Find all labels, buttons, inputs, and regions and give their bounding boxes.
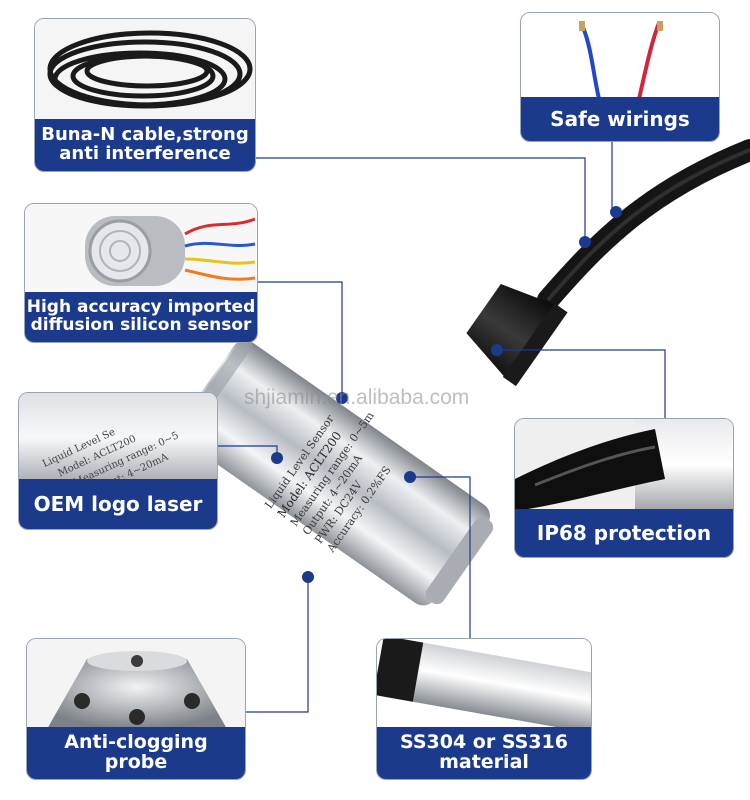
rubber-boot — [466, 283, 568, 387]
ip68-photo — [515, 419, 733, 511]
callout-sensor-label: High accuracy imported diffusion silicon… — [25, 292, 257, 342]
callout-wiring: Safe wirings — [520, 12, 720, 142]
material-photo — [377, 639, 591, 729]
callout-material: SS304 or SS316 material — [376, 638, 592, 780]
callout-wiring-label: Safe wirings — [521, 97, 719, 141]
probe-photo — [27, 639, 245, 729]
sensor-cable — [537, 139, 750, 311]
laser-engraving-photo: Liquid Level Se Model: ACLT200 Measuring… — [19, 393, 217, 483]
probe-tip — [425, 517, 494, 605]
callout-sensor: High accuracy imported diffusion silicon… — [24, 203, 258, 343]
callout-oem-label: OEM logo laser — [19, 479, 217, 529]
callout-probe-label: Anti-clogging probe — [27, 727, 245, 779]
watermark: shjiamin.en.alibaba.com — [244, 386, 470, 409]
callout-cable-label: Buna-N cable,strong anti interference — [35, 119, 255, 171]
callout-ip68: IP68 protection — [514, 418, 734, 558]
leader-dots — [271, 206, 622, 583]
callout-cable: Buna-N cable,strong anti interference — [34, 18, 256, 172]
cable-photo — [35, 19, 255, 129]
callout-oem: Liquid Level Se Model: ACLT200 Measuring… — [18, 392, 218, 530]
leader-lines — [218, 142, 666, 713]
callout-ip68-label: IP68 protection — [515, 509, 733, 557]
wiring-photo — [521, 13, 719, 99]
sensor-chip-photo — [25, 204, 257, 294]
callout-probe: Anti-clogging probe — [26, 638, 246, 780]
callout-material-label: SS304 or SS316 material — [377, 727, 591, 779]
